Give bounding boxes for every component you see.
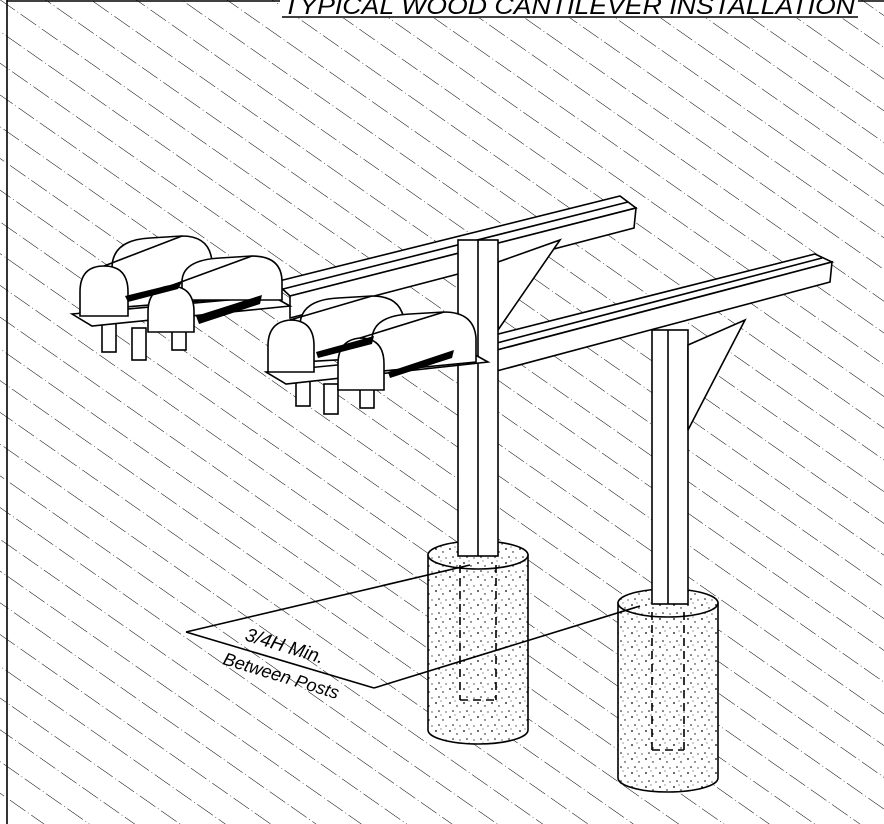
- dimension-extension-left: [185, 564, 471, 633]
- mailbox-1-flag: [125, 282, 182, 302]
- mailbox-3-flag: [316, 336, 374, 358]
- title-backing: [280, 0, 858, 18]
- rear-post: [651, 329, 689, 605]
- mailbox-2: [147, 255, 283, 333]
- drawing-title: TYPICAL WOOD CANTILEVER INSTALLATION: [283, 0, 856, 20]
- front-post-assembly: [427, 239, 529, 745]
- rear-post-assembly: [452, 253, 835, 793]
- dimension-line: [185, 631, 375, 689]
- front-concrete-footing: [427, 540, 529, 745]
- dimension-extension-right: [373, 605, 641, 689]
- rear-brace: [687, 318, 747, 431]
- rear-concrete-footing: [617, 588, 719, 793]
- mailbox-2-flag: [196, 295, 262, 324]
- mailbox-4-flag: [388, 350, 454, 378]
